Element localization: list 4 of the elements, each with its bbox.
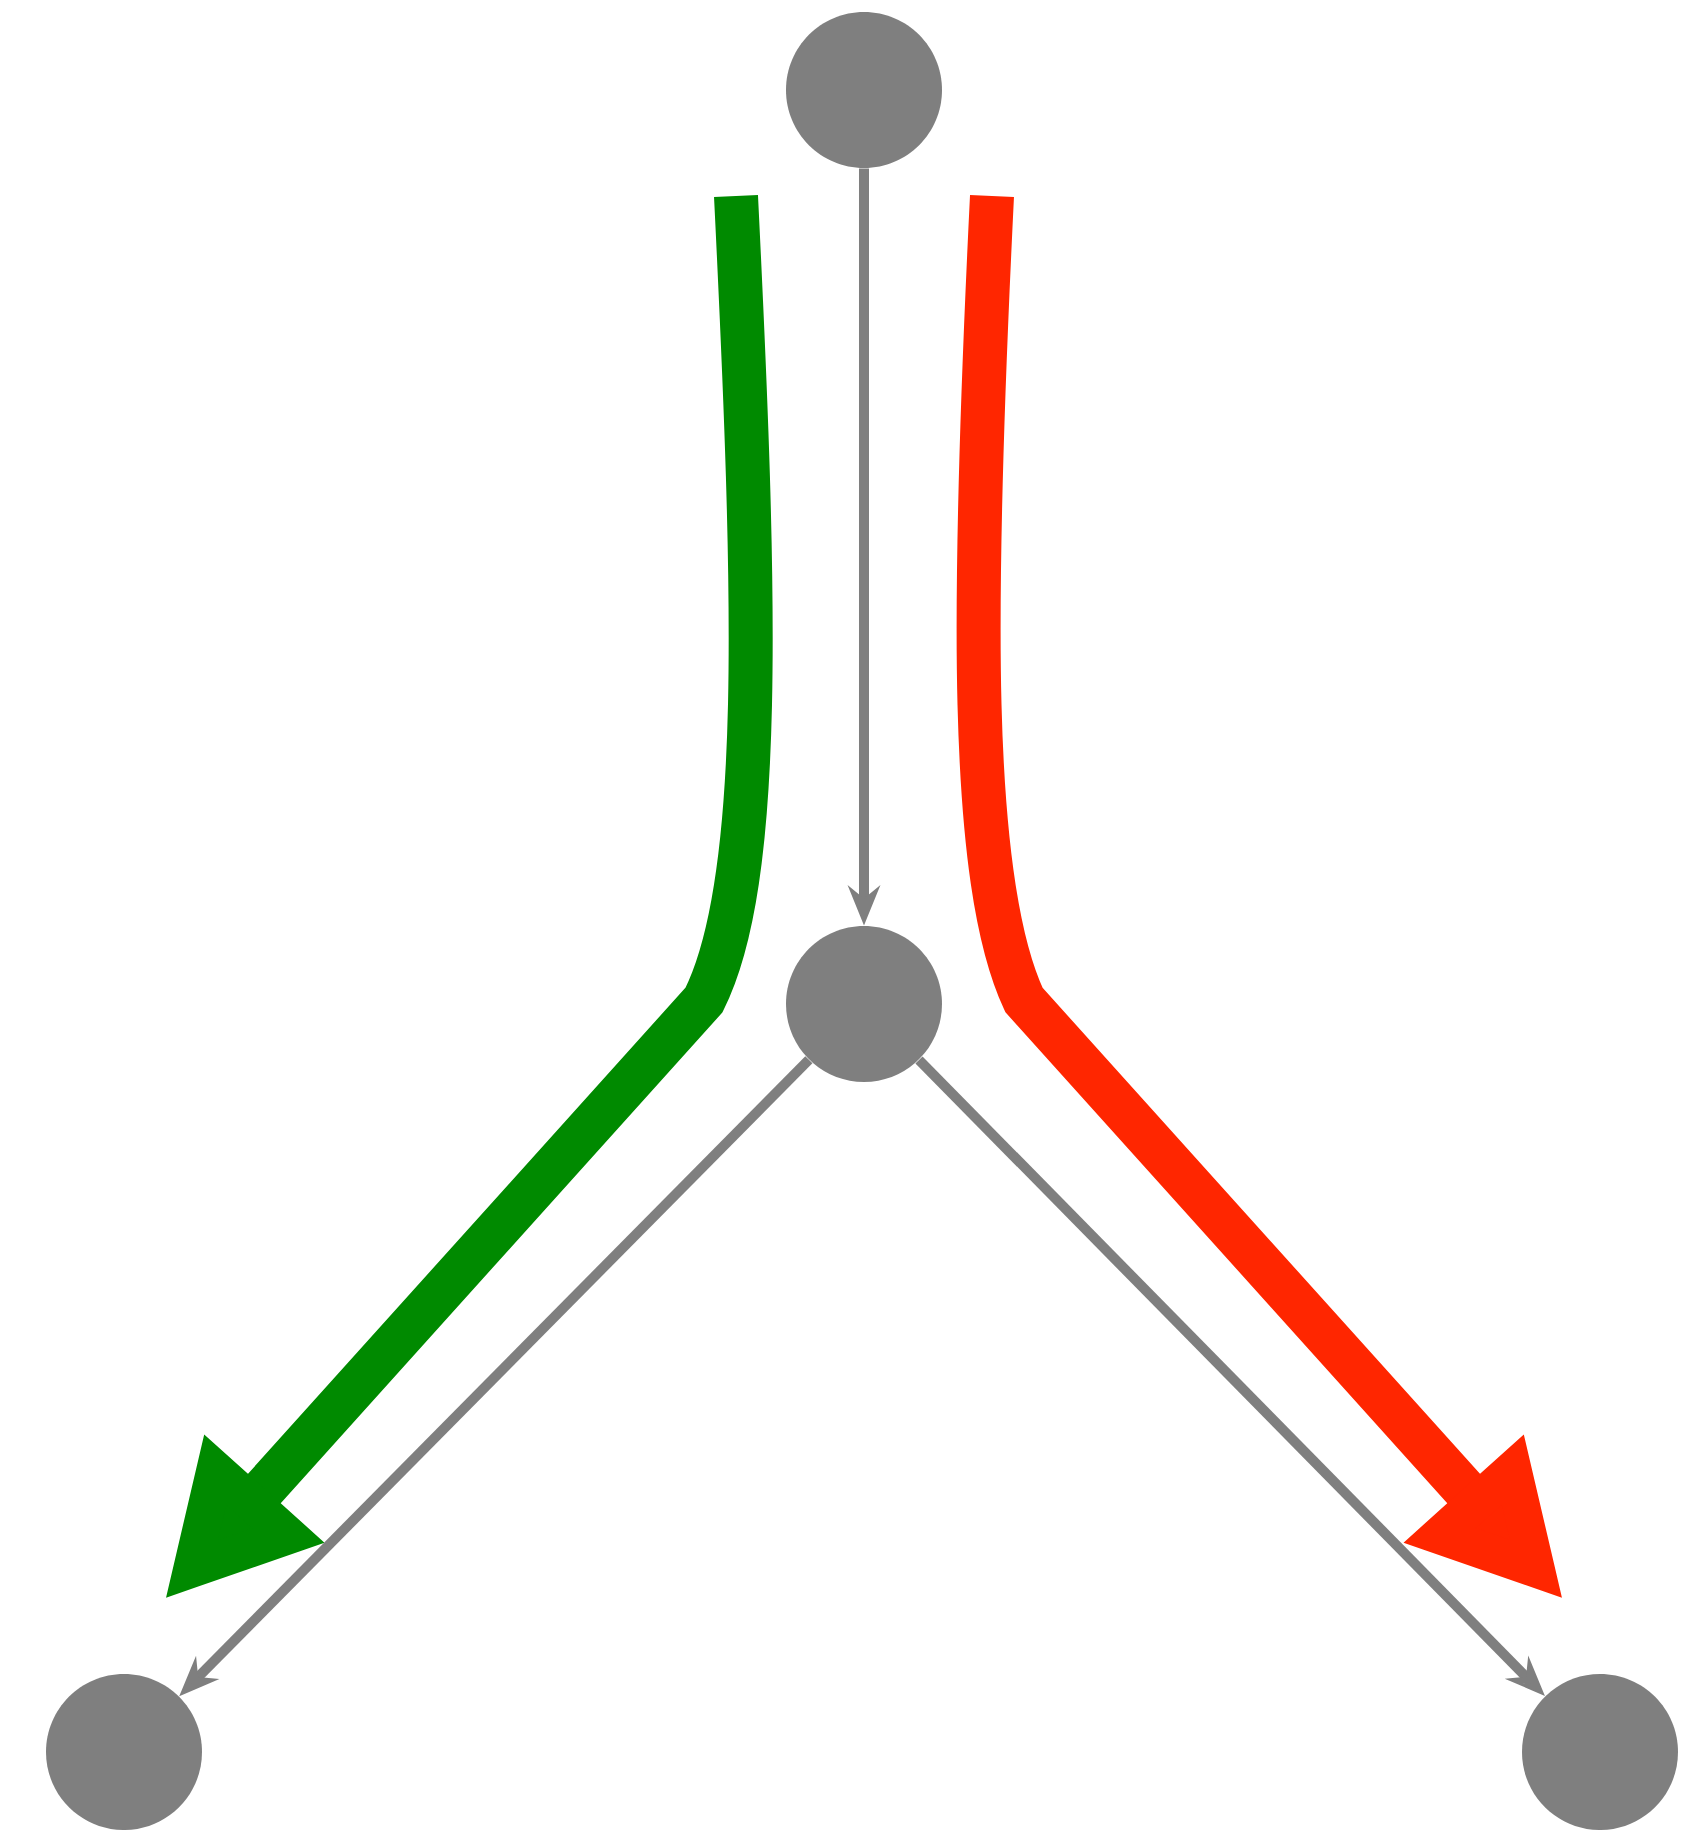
circle-node: [1522, 1674, 1678, 1830]
circle-node: [46, 1674, 202, 1830]
circle-node: [786, 926, 942, 1082]
circle-node: [786, 12, 942, 168]
